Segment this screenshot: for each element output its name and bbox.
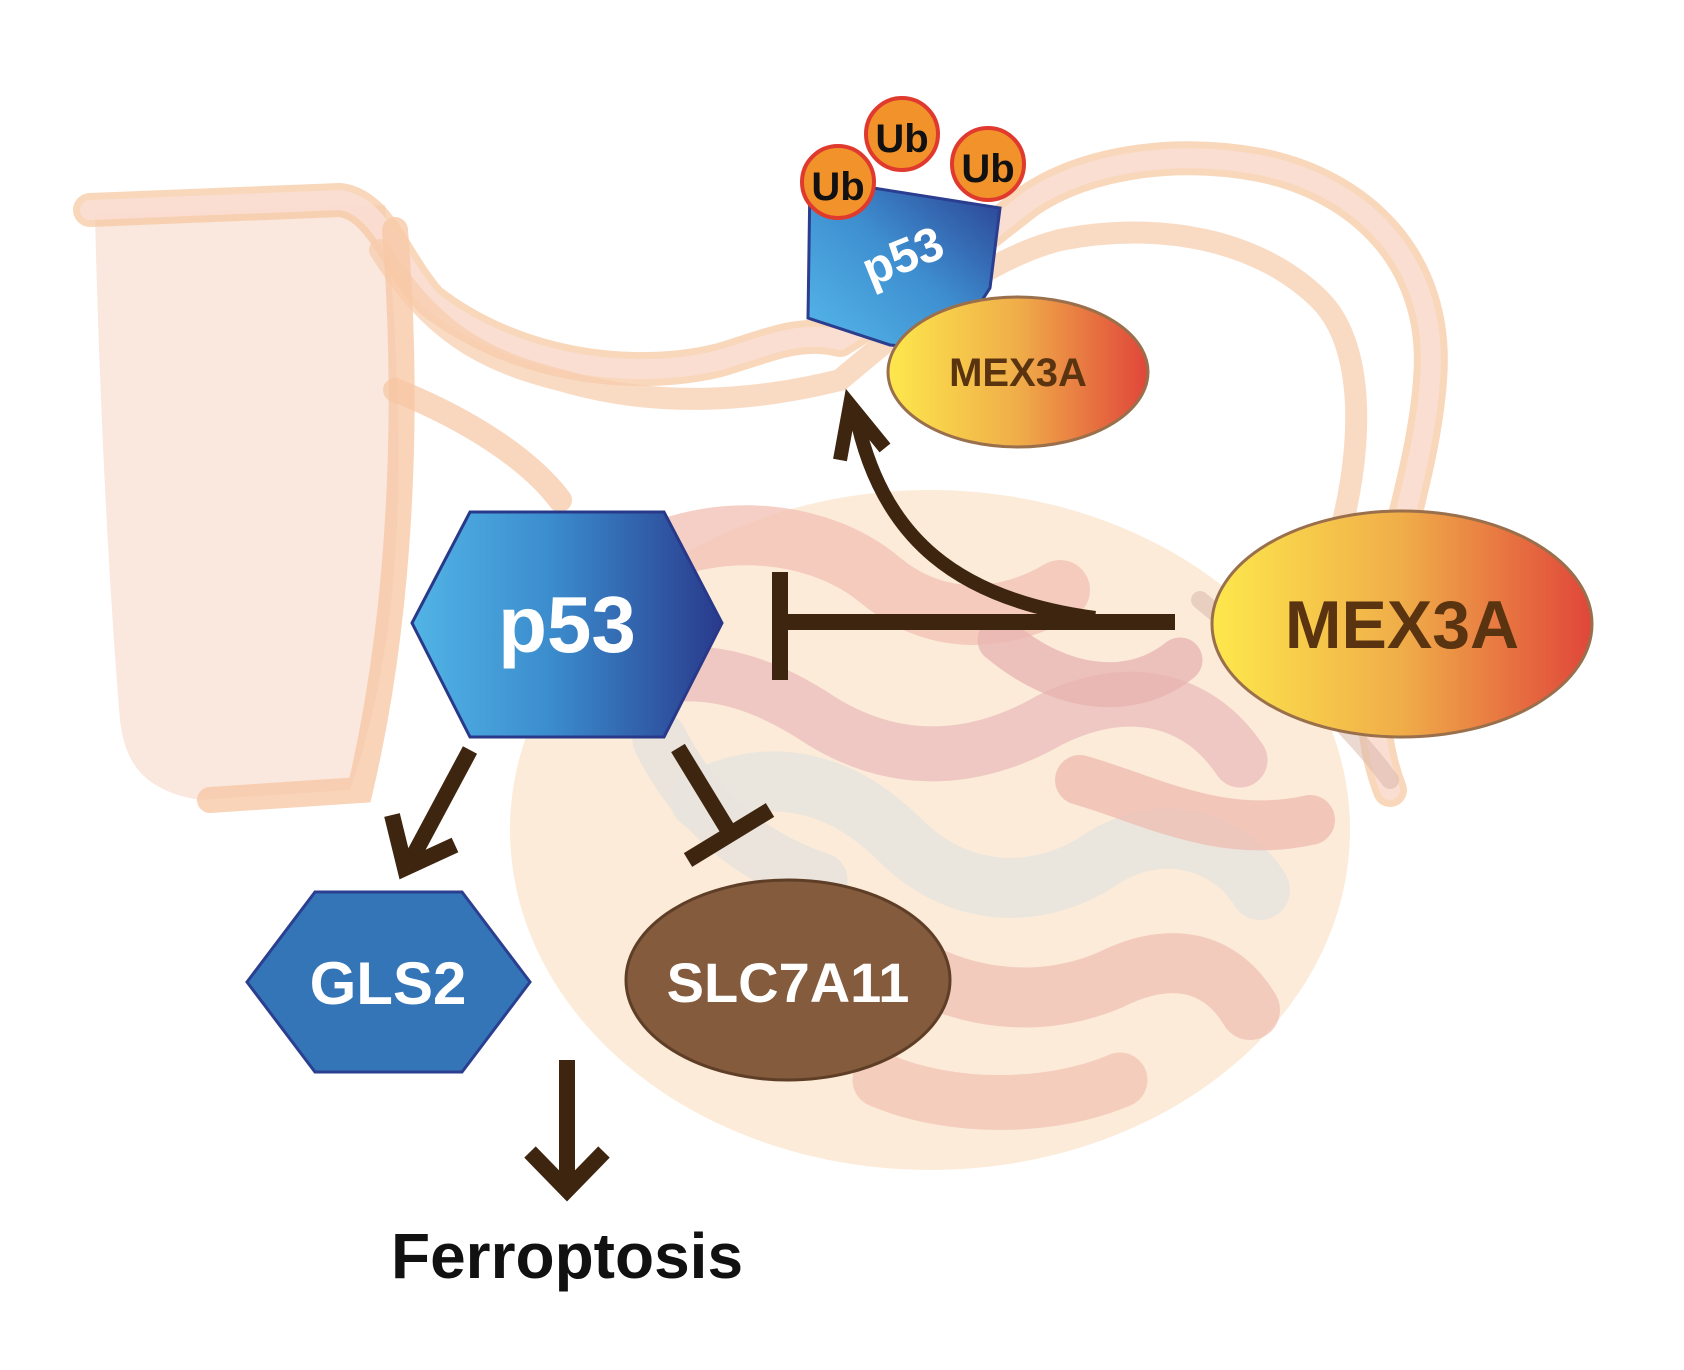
mex3a-ellipse bbox=[1210, 509, 1594, 739]
to-ferroptosis-arrowhead bbox=[524, 1146, 610, 1202]
slc7a11-ellipse bbox=[624, 878, 952, 1082]
p53-to-gls2-arrowhead bbox=[384, 813, 459, 880]
small-intestine-coil-5 bbox=[870, 930, 1280, 1040]
small-intestine-coil-8 bbox=[1055, 755, 1335, 851]
p53-to-gls2-arrow bbox=[402, 746, 478, 866]
p53-node: p53 bbox=[410, 510, 724, 739]
ub-label-2: Ub bbox=[875, 117, 928, 161]
gls2-hexagon bbox=[245, 890, 532, 1074]
colon-left-shape bbox=[95, 205, 399, 800]
ubiquitinated-p53-complex: p53 Ub Ub Ub MEX3A bbox=[800, 96, 1150, 449]
p53-inhibits-slc7a11-bar bbox=[683, 803, 775, 867]
ub-label-3: Ub bbox=[961, 147, 1014, 191]
ub-tag-3: Ub bbox=[950, 126, 1026, 202]
ub-tag-1: Ub bbox=[800, 144, 876, 220]
small-intestine-coil-6 bbox=[852, 1052, 1148, 1130]
mex3a-to-ubiquitination-arrow bbox=[848, 408, 1096, 625]
gls2-label: GLS2 bbox=[310, 950, 467, 1017]
colon-left-tube-2 bbox=[383, 378, 572, 512]
p53-hexagon bbox=[410, 510, 724, 739]
mex3a-main-label: MEX3A bbox=[1285, 587, 1519, 663]
small-intestine-coil-7 bbox=[977, 617, 1203, 708]
p53-main-label: p53 bbox=[498, 580, 636, 669]
mex3a-to-ubiquitination-arrowhead bbox=[833, 388, 891, 462]
slc7a11-label: SLC7A11 bbox=[667, 951, 910, 1014]
mex3a-small-shape bbox=[886, 295, 1150, 449]
diagram-edges bbox=[384, 388, 1175, 1202]
ub-label-1: Ub bbox=[811, 165, 864, 209]
ferroptosis-label: Ferroptosis bbox=[391, 1220, 743, 1292]
small-intestine-coil-2 bbox=[572, 646, 1268, 788]
gls2-node: GLS2 bbox=[245, 890, 532, 1074]
colon-left-tube bbox=[197, 217, 415, 813]
slc7a11-node: SLC7A11 bbox=[624, 878, 952, 1082]
ub-tag-2: Ub bbox=[864, 96, 940, 172]
mex3a-small-label: MEX3A bbox=[949, 351, 1087, 395]
colon-transverse-inner bbox=[80, 148, 1441, 800]
small-intestine-coil-1 bbox=[610, 505, 1090, 645]
p53-inhibits-slc7a11-line bbox=[671, 743, 735, 835]
mex3a-node: MEX3A bbox=[1210, 509, 1594, 739]
